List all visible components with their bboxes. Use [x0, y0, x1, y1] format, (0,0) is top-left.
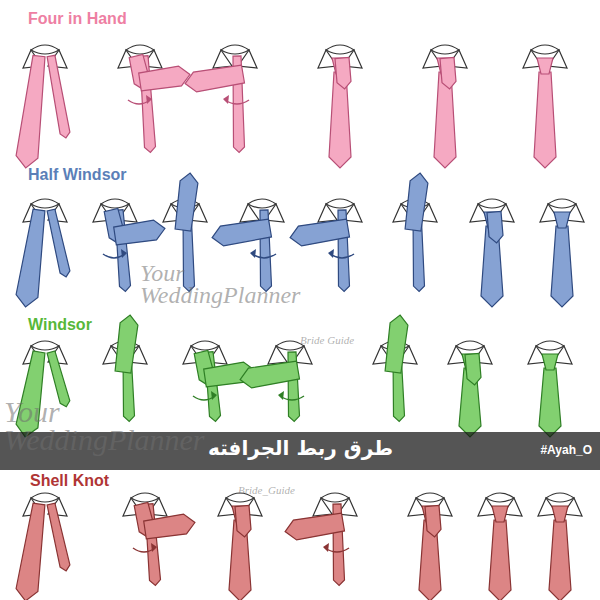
arrow-head [146, 95, 152, 104]
collar-neck [326, 199, 354, 208]
collar-wing [268, 346, 287, 364]
tie-strip [534, 72, 556, 168]
tie-strip [47, 209, 70, 277]
collar-neck [478, 199, 506, 208]
tie-knot [537, 58, 553, 74]
collar-neck [131, 493, 159, 502]
tie-strip [285, 513, 344, 540]
tie-knot [492, 506, 508, 522]
tie-strip [47, 55, 70, 138]
collar-neck [248, 199, 276, 208]
collar-neck [276, 341, 304, 350]
tie-strip [235, 505, 251, 537]
knot-name: Windsor [28, 316, 92, 334]
collar-neck [456, 341, 484, 350]
tie-knot [554, 212, 570, 228]
collar-wing [313, 498, 332, 516]
tie-strip [290, 219, 349, 246]
collar-neck [486, 493, 514, 502]
watermark: Bride Guide [300, 334, 354, 346]
knot-name: Four in Hand [28, 10, 127, 28]
knot-name: Shell Knot [30, 472, 109, 490]
tie-strip [16, 55, 45, 168]
tie-strip [114, 220, 165, 245]
arrow-head [278, 391, 284, 400]
motion-arrow [325, 548, 349, 552]
tie-strip [175, 173, 198, 231]
collar-neck [126, 45, 154, 54]
collar-neck [416, 493, 444, 502]
tie-strip [139, 66, 190, 91]
tie-strip [212, 219, 271, 246]
tie-strip [16, 209, 45, 307]
tie-strip [425, 505, 441, 537]
arrow-head [223, 95, 229, 104]
arrow-head [151, 543, 157, 552]
tie-strip [329, 72, 351, 168]
motion-arrow [330, 254, 354, 258]
arrow-head [323, 543, 329, 552]
collar-neck [191, 341, 219, 350]
collar-neck [31, 45, 59, 54]
tie-knot [542, 354, 558, 370]
caption-title: طرق ربط الجرافته [208, 436, 393, 460]
tie-strip [115, 315, 138, 373]
collar-wing [240, 204, 259, 222]
tie-strip [144, 514, 195, 539]
collar-wing [318, 204, 337, 222]
motion-arrow [280, 396, 304, 400]
collar-neck [31, 341, 59, 350]
tie-strip [549, 520, 571, 600]
tie-strip [405, 173, 428, 231]
collar-neck [31, 493, 59, 502]
knot-name: Half Windsor [28, 166, 127, 184]
collar-neck [321, 493, 349, 502]
hashtag: #Ayah_O [540, 443, 592, 457]
watermark: Your WeddingPlanner [4, 398, 214, 454]
tie-strip [551, 226, 573, 307]
tie-strip [335, 57, 351, 89]
tie-strip [489, 520, 511, 600]
watermark: Your WeddingPlanner [140, 262, 330, 306]
tie-strip [385, 315, 408, 373]
collar-neck [536, 341, 564, 350]
arrow-head [250, 249, 256, 258]
tie-strip [16, 503, 45, 600]
collar-neck [101, 199, 129, 208]
tie-strip [465, 353, 481, 385]
collar-neck [546, 493, 574, 502]
motion-arrow [252, 254, 276, 258]
arrow-head [121, 249, 127, 258]
watermark: Bride_Guide [238, 484, 295, 496]
tie-strip [240, 361, 299, 388]
arrow-head [211, 391, 217, 400]
arrow-head [328, 249, 334, 258]
collar-neck [221, 45, 249, 54]
tie-strip [539, 368, 561, 437]
collar-wing [213, 50, 232, 68]
tie-strip [434, 72, 456, 168]
collar-neck [531, 45, 559, 54]
tie-strip [185, 65, 244, 92]
collar-neck [431, 45, 459, 54]
tie-strip [440, 57, 456, 89]
tie-strip [47, 503, 70, 571]
motion-arrow [225, 100, 249, 104]
tie-strip [487, 211, 503, 243]
collar-neck [548, 199, 576, 208]
collar-neck [31, 199, 59, 208]
tie-knot [552, 506, 568, 522]
collar-neck [326, 45, 354, 54]
